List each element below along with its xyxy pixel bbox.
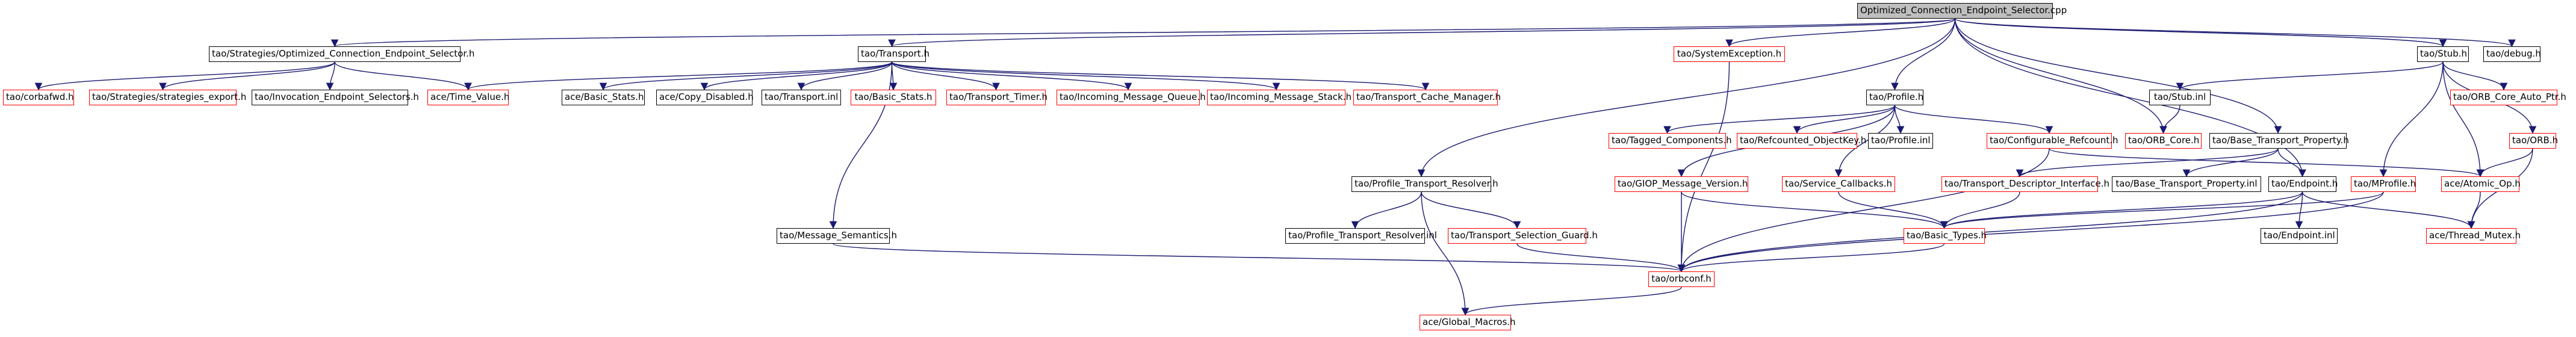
- graph-node-atomic-op-h[interactable]: ace/Atomic_Op.h: [2441, 176, 2521, 192]
- include-edge-transport-h-to-ace-copy-disabled-h: [700, 61, 893, 91]
- graph-node-transport-timer-h[interactable]: tao/Transport_Timer.h: [946, 90, 1047, 105]
- include-edge-orbconf-h-to-global-macros-h: [1461, 286, 1682, 316]
- graph-node-stub-h[interactable]: tao/Stub.h: [2417, 46, 2469, 62]
- include-edge-orb-h-to-atomic-op-h: [2476, 148, 2533, 178]
- include-edge-profile-h-to-tagged-comp-h: [1663, 105, 1896, 134]
- graph-node-msg-semantics-h[interactable]: tao/Message_Semantics.h: [777, 228, 897, 244]
- graph-node-profile-h[interactable]: tao/Profile.h: [1866, 90, 1923, 105]
- include-edge-root-to-base-tp-h: [1954, 18, 2282, 134]
- include-edge-profile-h-to-config-refcount-h: [1894, 105, 2053, 134]
- include-edge-endpoint-h-to-thread-mutex-h: [2301, 191, 2475, 229]
- include-edge-sysexc-h-to-orbconf-h: [1677, 61, 1730, 273]
- include-edge-profile-h-to-refcount-objkey-h: [1793, 105, 1896, 134]
- include-edge-ptr-h-to-tsg-h: [1421, 191, 1521, 229]
- include-edge-stub-h-to-mprofile-h: [2379, 61, 2444, 178]
- include-edge-root-to-profile-h: [1891, 18, 1956, 91]
- graph-node-base-tp-inl[interactable]: tao/Base_Transport_Property.inl: [2112, 176, 2261, 192]
- include-edge-endpoint-h-to-orbconf-h: [1677, 191, 2303, 273]
- include-edge-transport-h-to-in-msg-stack-h: [891, 61, 1280, 91]
- include-edge-transport-h-to-ace-basic-stats-h: [599, 61, 893, 91]
- graph-node-endpoint-h[interactable]: tao/Endpoint.h: [2268, 176, 2338, 192]
- include-edge-service-cb-h-to-basic-types-h: [1838, 191, 1948, 229]
- include-edge-transport-h-to-transport-timer-h: [891, 61, 1000, 91]
- include-edge-ocs-h-to-time-value-h: [334, 61, 472, 91]
- graph-node-tsg-h[interactable]: tao/Transport_Selection_Guard.h: [1448, 228, 1598, 244]
- graph-node-thread-mutex-h[interactable]: ace/Thread_Mutex.h: [2426, 228, 2521, 244]
- include-edge-root-to-debug-h: [1954, 18, 2516, 48]
- include-edge-giop-mv-h-to-basic-types-h: [1681, 191, 1948, 229]
- graph-node-corbafwd-h[interactable]: tao/corbafwd.h: [3, 90, 74, 105]
- graph-node-config-refcount-h[interactable]: tao/Configurable_Refcount.h: [1987, 133, 2118, 149]
- graph-node-tagged-comp-h[interactable]: tao/Tagged_Components.h: [1609, 133, 1732, 149]
- graph-node-strat-export-h[interactable]: tao/Strategies/strategies_export.h: [89, 90, 246, 105]
- include-edge-config-refcount-h-to-atomic-op-h: [2049, 148, 2484, 178]
- graph-node-transport-inl[interactable]: tao/Transport.inl: [762, 90, 841, 105]
- include-edge-atomic-op-h-to-thread-mutex-h: [2467, 191, 2481, 229]
- graph-node-ptr-inl[interactable]: tao/Profile_Transport_Resolver.inl: [1285, 228, 1437, 244]
- include-edge-root-to-transport-h: [889, 18, 1956, 48]
- include-edge-root-to-ocs-h: [332, 18, 1956, 48]
- include-edge-transport-h-to-in-msg-queue-h: [891, 61, 1132, 91]
- include-edge-msg-semantics-h-to-orbconf-h: [833, 243, 1685, 273]
- graph-node-time-value-h[interactable]: ace/Time_Value.h: [427, 90, 509, 105]
- include-edge-basic-types-h-to-orbconf-h: [1677, 243, 1945, 273]
- graph-node-iesel-h[interactable]: tao/Invocation_Endpoint_Selectors.h: [252, 90, 419, 105]
- include-edge-stub-h-to-stub-inl: [2176, 61, 2444, 91]
- graph-node-basic-types-h[interactable]: tao/Basic_Types.h: [1904, 228, 1987, 244]
- include-edge-root-to-sysexc-h: [1725, 18, 1956, 48]
- include-edge-transport-h-to-transport-inl: [797, 61, 893, 91]
- include-edge-transport-h-to-time-value-h: [464, 61, 893, 91]
- graph-node-tdi-h[interactable]: tao/Transport_Descriptor_Interface.h: [1941, 176, 2109, 192]
- graph-node-sysexc-h[interactable]: tao/SystemException.h: [1674, 46, 1785, 62]
- graph-node-stub-inl[interactable]: tao/Stub.inl: [2149, 90, 2211, 105]
- include-edge-ocs-h-to-strat-export-h: [159, 61, 335, 91]
- graph-node-debug-h[interactable]: tao/debug.h: [2483, 46, 2541, 62]
- include-edge-stub-inl-to-orb-core-h: [2159, 105, 2180, 134]
- include-edge-ptr-h-to-global-macros-h: [1421, 191, 1470, 316]
- graph-node-in-msg-queue-h[interactable]: tao/Incoming_Message_Queue.h: [1057, 90, 1206, 105]
- graph-node-orbconf-h[interactable]: tao/orbconf.h: [1648, 271, 1715, 287]
- include-edge-mprofile-h-to-orbconf-h: [1677, 191, 2384, 273]
- include-edge-endpoint-h-to-basic-types-h: [1940, 191, 2303, 229]
- include-edge-root-to-orb-core-h: [1954, 18, 2167, 134]
- graph-node-tao-basic-stats-h[interactable]: tao/Basic_Stats.h: [851, 90, 936, 105]
- include-edge-base-tp-h-to-tdi-h: [2016, 148, 2279, 178]
- include-edge-base-tp-h-to-base-tp-inl: [2182, 148, 2279, 178]
- graph-node-root[interactable]: Optimized_Connection_Endpoint_Selector.c…: [1857, 3, 2067, 19]
- graph-node-orb-h[interactable]: tao/ORB.h: [2509, 133, 2558, 149]
- graph-node-ocs-h[interactable]: tao/Strategies/Optimized_Connection_Endp…: [209, 46, 474, 62]
- include-edge-stub-h-to-atomic-op-h: [2442, 61, 2484, 178]
- graph-node-tcm-h[interactable]: tao/Transport_Cache_Manager.h: [1353, 90, 1501, 105]
- graph-node-refcount-objkey-h[interactable]: tao/Refcounted_ObjectKey.h: [1737, 133, 1866, 149]
- include-edge-stub-h-to-orb-core-auto-ptr-h: [2442, 61, 2508, 91]
- include-edge-ocs-h-to-corbafwd-h: [34, 61, 335, 91]
- include-edge-base-tp-h-to-endpoint-h: [2277, 148, 2306, 178]
- graph-node-orb-core-h[interactable]: tao/ORB_Core.h: [2125, 133, 2202, 149]
- graph-node-in-msg-stack-h[interactable]: tao/Incoming_Message_Stack.h: [1207, 90, 1352, 105]
- graph-node-ptr-h[interactable]: tao/Profile_Transport_Resolver.h: [1352, 176, 1498, 192]
- graph-node-service-cb-h[interactable]: tao/Service_Callbacks.h: [1782, 176, 1895, 192]
- graph-node-base-tp-h[interactable]: tao/Base_Transport_Property.h: [2209, 133, 2349, 149]
- include-edge-config-refcount-h-to-orbconf-h: [1677, 148, 2050, 273]
- graph-node-ace-basic-stats-h[interactable]: ace/Basic_Stats.h: [562, 90, 645, 105]
- include-edge-transport-h-to-tcm-h: [891, 61, 1429, 91]
- include-edge-endpoint-h-to-endpoint-inl: [2295, 191, 2303, 229]
- graph-node-global-macros-h[interactable]: ace/Global_Macros.h: [1420, 315, 1516, 330]
- graph-node-giop-mv-h[interactable]: tao/GIOP_Message_Version.h: [1615, 176, 1748, 192]
- graph-node-mprofile-h[interactable]: tao/MProfile.h: [2351, 176, 2416, 192]
- graph-node-transport-h[interactable]: tao/Transport.h: [858, 46, 930, 62]
- include-edge-ptr-h-to-ptr-inl: [1351, 191, 1422, 229]
- graph-node-endpoint-inl[interactable]: tao/Endpoint.inl: [2261, 228, 2338, 244]
- graph-node-profile-inl[interactable]: tao/Profile.inl: [1868, 133, 1933, 149]
- graph-node-ace-copy-disabled-h[interactable]: ace/Copy_Disabled.h: [656, 90, 754, 105]
- graph-node-orb-core-auto-ptr-h[interactable]: tao/ORB_Core_Auto_Ptr.h: [2450, 90, 2566, 105]
- include-edge-tsg-h-to-orbconf-h: [1516, 243, 1686, 273]
- include-edge-profile-h-to-service-cb-h: [1834, 105, 1896, 178]
- include-edge-ocs-h-to-iesel-h: [326, 61, 335, 91]
- include-edge-root-to-ptr-h: [1417, 18, 1956, 178]
- include-edge-mprofile-h-to-basic-types-h: [1940, 191, 2384, 229]
